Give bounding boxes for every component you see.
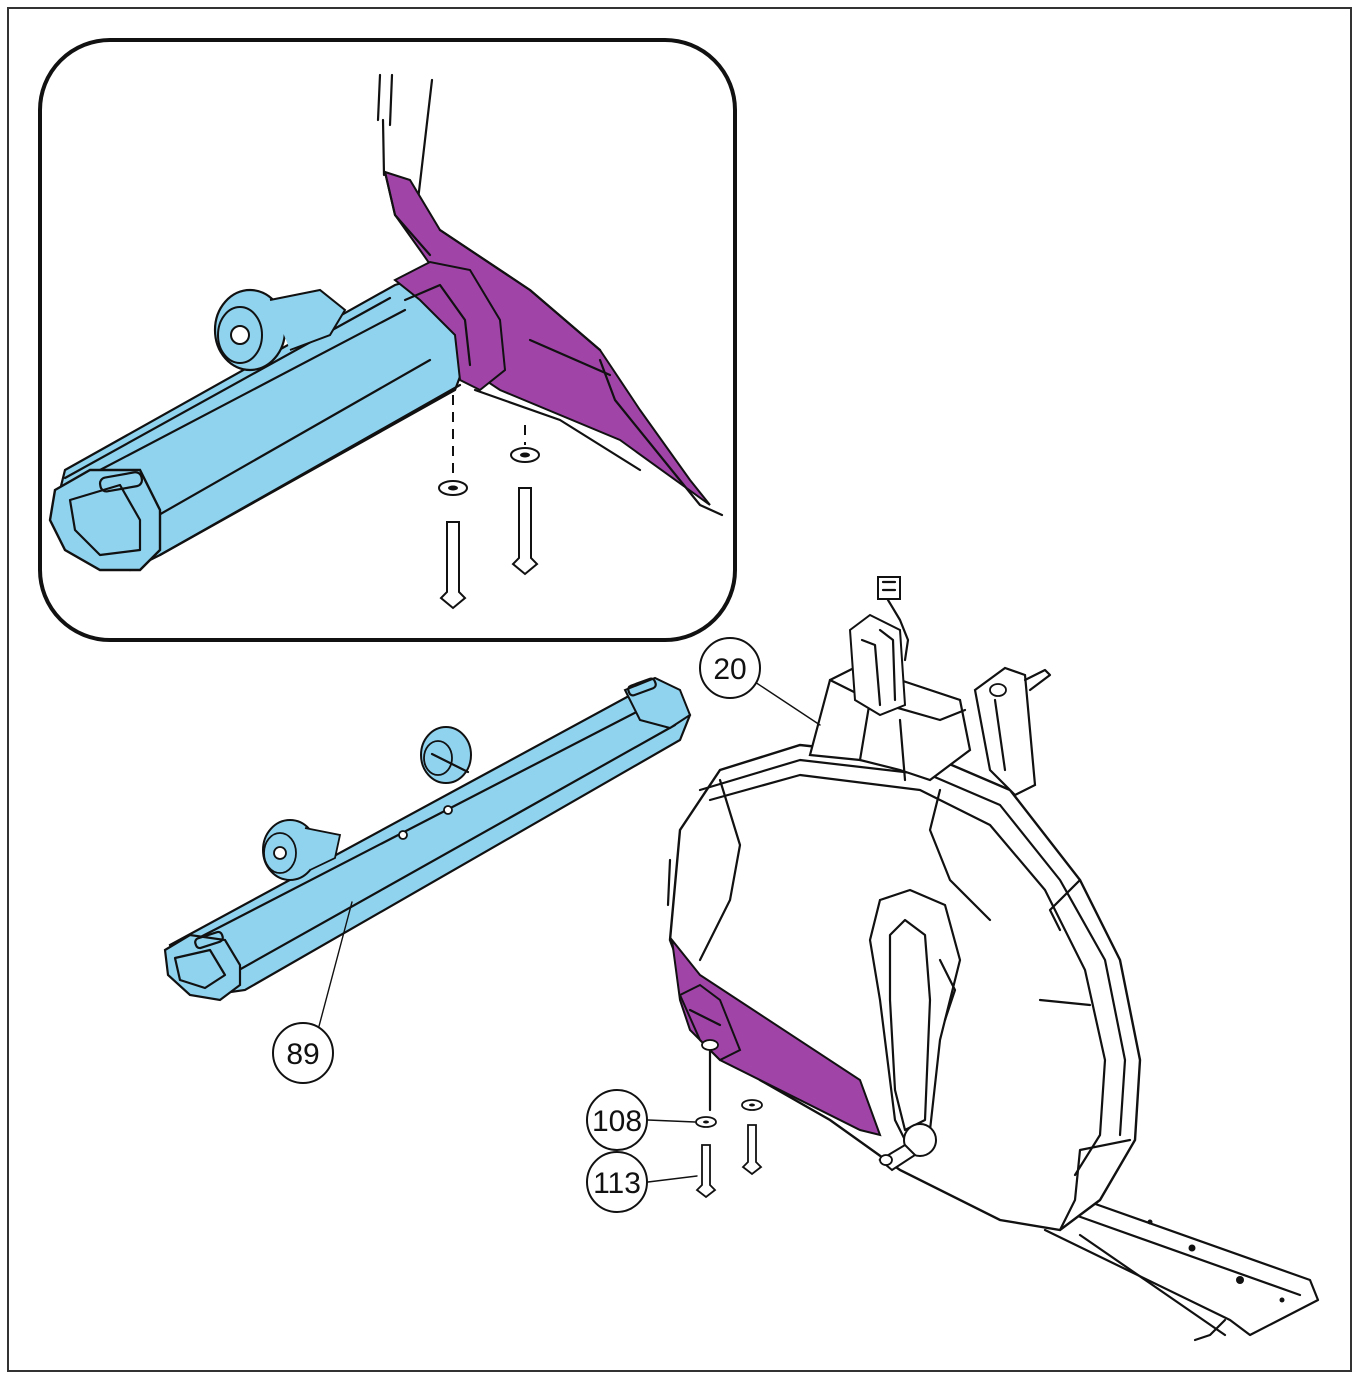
console-mount: [808, 576, 972, 782]
main-frame: [666, 576, 1320, 1342]
callout-89: 89: [272, 1022, 334, 1084]
crank-slot: [868, 888, 962, 1172]
callout-108: 108: [586, 1089, 648, 1151]
callout-20: 20: [699, 637, 761, 699]
leader-89: [317, 901, 353, 1031]
callout-113: 113: [586, 1151, 648, 1213]
callout-108-label: 108: [592, 1105, 642, 1138]
callout-20-label: 20: [713, 653, 746, 686]
housing-purple-cover: [670, 936, 882, 1137]
main-wheel-rear: [420, 726, 472, 784]
callout-113-label: 113: [593, 1167, 641, 1200]
inset-fasteners: [438, 395, 540, 610]
page-border: [7, 7, 1352, 1372]
callout-89-label: 89: [286, 1038, 319, 1071]
rear-rail: [1043, 1193, 1320, 1342]
leader-20: [754, 681, 821, 726]
rear-upright: [973, 666, 1052, 797]
leader-108: [647, 1119, 696, 1123]
inset-upright: [376, 73, 434, 202]
main-wheel-front: [262, 819, 342, 881]
detail-inset: [38, 38, 737, 642]
leader-113: [647, 1175, 698, 1183]
inset-wheel: [213, 288, 347, 372]
main-base-tube: [163, 676, 692, 1031]
inset-base-tube: [48, 260, 507, 572]
main-fasteners: [695, 1039, 763, 1199]
